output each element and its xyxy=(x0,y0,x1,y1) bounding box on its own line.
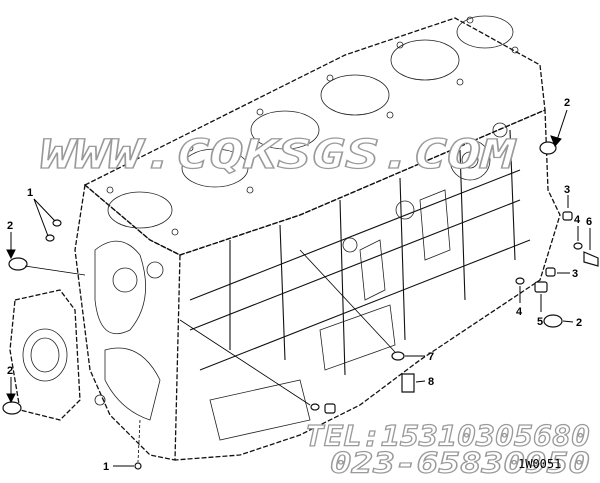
plug-1-bottom[interactable] xyxy=(134,462,142,470)
washer-4-upper[interactable] xyxy=(573,242,583,250)
engine-block xyxy=(74,15,561,461)
front-plate xyxy=(9,289,81,421)
callout-1-upper-left: 1 xyxy=(27,187,33,199)
callout-2-left-bottom: 2 xyxy=(7,365,13,377)
plug-5[interactable] xyxy=(534,281,548,293)
callout-3-upper: 3 xyxy=(564,184,570,196)
watermark-site: WWW.CQKSGS.COM xyxy=(40,132,518,178)
plug-1-pair[interactable] xyxy=(45,219,62,242)
callout-2-left-top: 2 xyxy=(7,220,13,232)
plug-2-left-top[interactable] xyxy=(8,257,28,271)
washer-7[interactable] xyxy=(391,351,405,361)
watermark-phone: 023-65830950 xyxy=(330,447,590,480)
callout-2-right-bottom: 2 xyxy=(576,317,582,329)
callout-4-upper: 4 xyxy=(574,214,581,226)
fitting-6[interactable] xyxy=(583,251,599,267)
plug-3-upper[interactable] xyxy=(562,211,573,221)
callout-1-bottom: 1 xyxy=(103,461,109,473)
plug-3-lower[interactable] xyxy=(545,267,556,277)
leader-lines xyxy=(6,109,591,467)
plug-lower-center[interactable] xyxy=(310,403,336,414)
plug-8[interactable] xyxy=(401,373,415,393)
callout-5: 5 xyxy=(537,316,543,328)
callout-8: 8 xyxy=(428,376,434,388)
callout-7: 7 xyxy=(428,351,434,363)
plug-2-left-bottom[interactable] xyxy=(2,401,22,415)
plug-2-right-bottom[interactable] xyxy=(543,314,563,328)
watermark-tel: TEL:15310305680 xyxy=(305,420,590,453)
callout-6: 6 xyxy=(586,216,592,228)
washer-4-lower[interactable] xyxy=(515,277,525,285)
callout-3-lower: 3 xyxy=(572,268,578,280)
plug-2-right-top[interactable] xyxy=(539,141,557,155)
watermark: WWW.CQKSGS.COM TEL:15310305680 023-65830… xyxy=(39,131,590,480)
drawing-code: 1W0051 xyxy=(518,457,561,471)
callout-4-lower: 4 xyxy=(516,306,523,318)
callout-2-right-top: 2 xyxy=(564,97,570,109)
callouts: 1 2 2 2 3 4 6 3 4 5 2 7 8 1 1 xyxy=(7,97,592,473)
